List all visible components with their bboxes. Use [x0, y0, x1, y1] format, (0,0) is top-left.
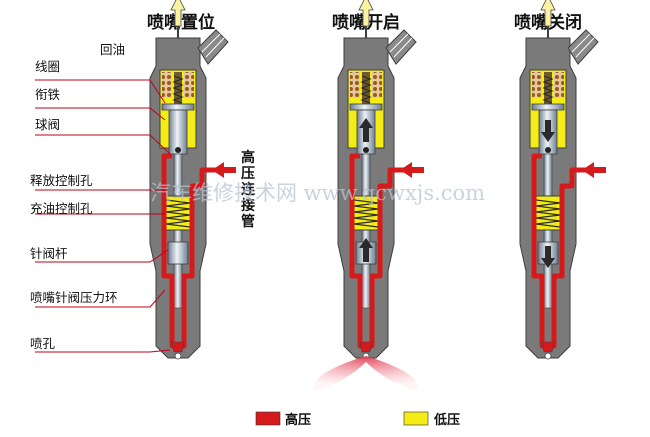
- label-armature: 衔铁: [35, 87, 61, 102]
- callout-group: [35, 79, 171, 353]
- label-hp-connector: 高 压 连 接 管: [241, 149, 256, 230]
- injector-close: [520, 0, 606, 359]
- label-pressure-ring: 喷嘴针阀压力环: [30, 290, 118, 305]
- callout-line-needle: [35, 249, 169, 263]
- hp-connector-char: 压: [241, 166, 255, 182]
- label-return-oil: 回油: [100, 42, 125, 57]
- callout-line-pressure-ring: [35, 289, 166, 308]
- fuel-spray: [314, 356, 418, 390]
- hp-connector-char: 连: [241, 181, 256, 198]
- legend-high-swatch: [255, 411, 281, 426]
- label-coil: 线圈: [35, 59, 60, 74]
- down-arrow-icon: [541, 120, 555, 142]
- hp-connector-char: 高: [241, 149, 255, 166]
- legend-low-label: 低压: [433, 412, 460, 428]
- label-fill-orifice: 充油控制孔: [30, 201, 93, 216]
- injector-home: [150, 0, 236, 359]
- legend-high-label: 高压: [285, 412, 311, 428]
- watermark: 汽车维修技术网 www.qcwxjs.com: [150, 181, 485, 205]
- callout-line-ball-valve: [35, 134, 171, 155]
- label-release-orifice: 释放控制孔: [30, 173, 93, 188]
- callout-line-nozzle: [35, 349, 171, 353]
- up-arrow-icon: [359, 118, 373, 142]
- hp-connector-char: 管: [241, 213, 255, 230]
- label-ball-valve: 球阀: [35, 117, 60, 132]
- down-arrow-icon: [541, 246, 555, 268]
- label-needle-rod: 针阀杆: [30, 246, 68, 261]
- injector-open: [314, 0, 424, 390]
- legend-low-swatch: [403, 411, 429, 426]
- hp-connector-char: 接: [241, 197, 255, 214]
- callout-line-coil: [35, 79, 166, 104]
- up-arrow-icon: [359, 238, 373, 262]
- callout-line-armature: [35, 107, 166, 121]
- label-nozzle-hole: 喷孔: [30, 336, 56, 351]
- legend: 高压 低压: [255, 411, 460, 428]
